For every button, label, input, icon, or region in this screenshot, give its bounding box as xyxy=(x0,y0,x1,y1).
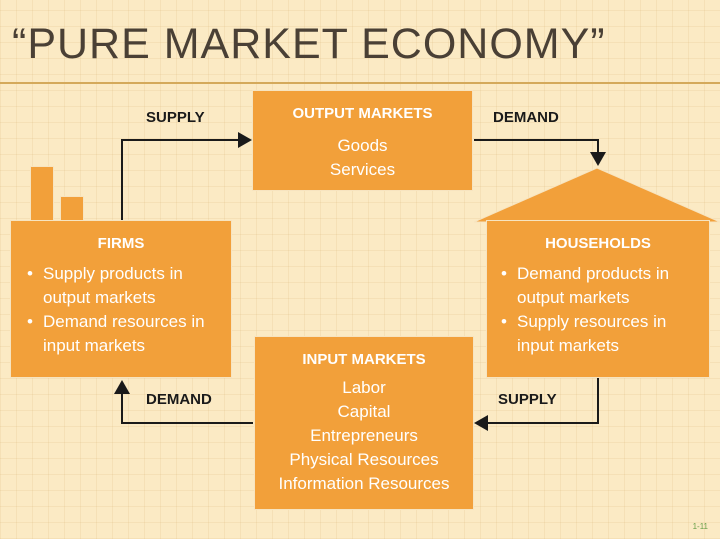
input-markets-box: INPUT MARKETS Labor Capital Entrepreneur… xyxy=(254,336,474,510)
households-bullet: Demand products in output markets xyxy=(499,262,701,310)
input-markets-item: Information Resources xyxy=(278,474,450,493)
title-divider xyxy=(0,82,720,84)
firms-bullet: Demand resources in input markets xyxy=(25,310,223,358)
input-markets-item: Entrepreneurs xyxy=(310,426,418,445)
households-title: HOUSEHOLDS xyxy=(545,235,651,252)
output-markets-item: Goods xyxy=(337,136,388,155)
firm-chimney-tall xyxy=(30,166,54,222)
arrow-supply-firms-to-output xyxy=(121,132,252,222)
firms-bullet-list: Supply products in output markets Demand… xyxy=(25,262,223,358)
firms-title: FIRMS xyxy=(97,235,145,252)
output-markets-title: OUTPUT MARKETS xyxy=(292,105,433,122)
input-markets-item: Physical Resources xyxy=(289,450,439,469)
input-markets-item: Labor xyxy=(342,378,386,397)
slide-title: “PURE MARKET ECONOMY” xyxy=(12,20,606,68)
input-markets-item: Capital xyxy=(337,402,391,421)
firms-box: FIRMS Supply products in output markets … xyxy=(10,220,232,378)
input-markets-title: INPUT MARKETS xyxy=(302,351,426,368)
page-number: 1-11 xyxy=(692,522,708,531)
flow-label-demand-bottom: DEMAND xyxy=(146,391,212,408)
output-markets-item: Services xyxy=(329,160,396,179)
households-box: HOUSEHOLDS Demand products in output mar… xyxy=(486,220,710,378)
households-bullet-list: Demand products in output markets Supply… xyxy=(499,262,701,358)
input-markets-list: Labor Capital Entrepreneurs Physical Res… xyxy=(255,376,473,496)
output-markets-box: OUTPUT MARKETS Goods Services xyxy=(252,90,473,191)
households-bullet: Supply resources in input markets xyxy=(499,310,701,358)
flow-label-supply-bottom: SUPPLY xyxy=(498,391,557,408)
flow-label-supply-top: SUPPLY xyxy=(146,109,205,126)
flow-label-demand-top: DEMAND xyxy=(493,109,559,126)
output-markets-list: Goods Services xyxy=(253,134,472,182)
arrow-demand-input-to-firms xyxy=(114,380,253,424)
arrow-demand-output-to-households xyxy=(474,139,606,166)
arrow-supply-households-to-input xyxy=(474,378,599,431)
firm-chimney-short xyxy=(60,196,84,222)
firms-bullet: Supply products in output markets xyxy=(25,262,223,310)
